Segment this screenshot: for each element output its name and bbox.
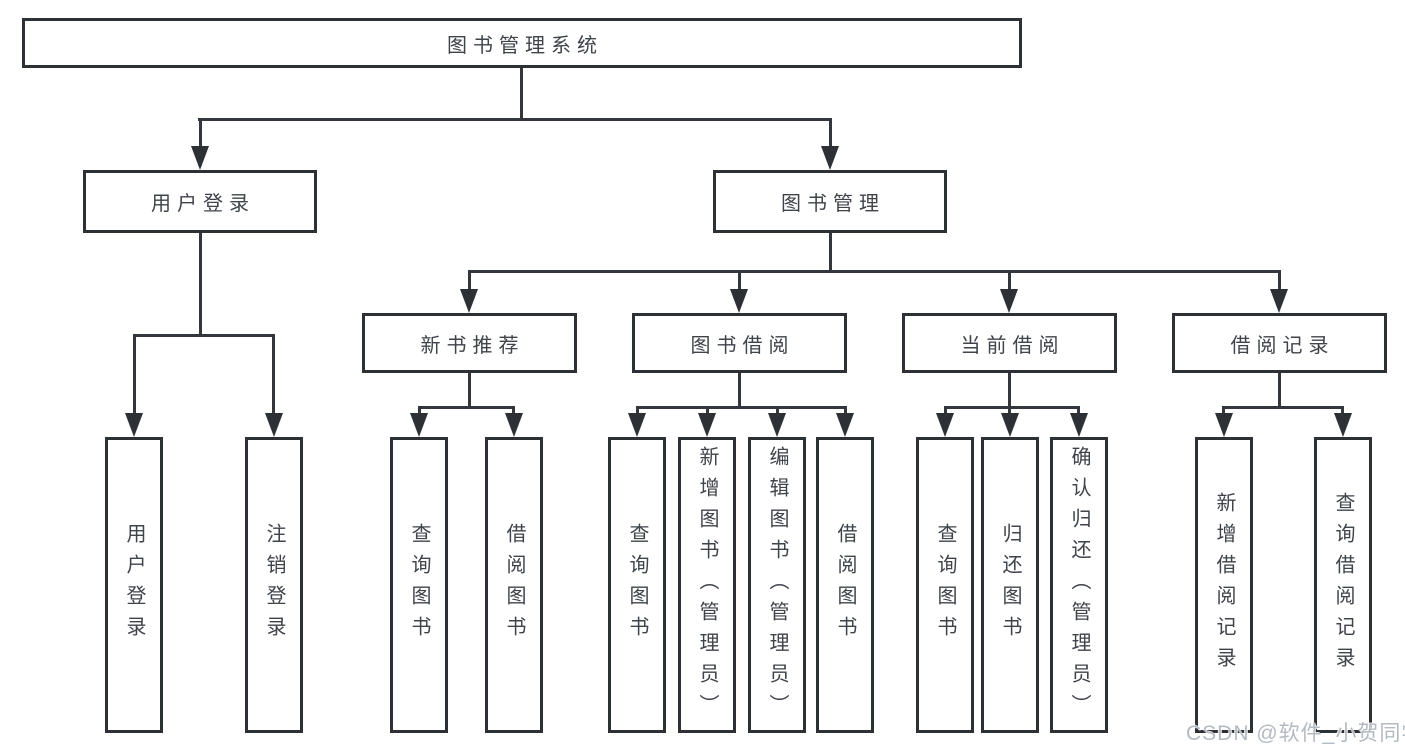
leaf-edit-book-admin: 编辑图书（管理员）	[748, 437, 806, 733]
connector-line	[272, 334, 275, 418]
connector-line	[738, 270, 741, 295]
arrowhead-down-icon	[698, 413, 716, 437]
leaf-query-book-recommend: 查询图书	[390, 437, 448, 733]
node-label: 注销登录	[263, 523, 285, 647]
node-user-login: 用户登录	[83, 170, 317, 233]
connector-line	[1278, 270, 1281, 295]
connector-line	[198, 118, 832, 121]
connector-line	[829, 233, 832, 272]
node-label: 查询图书	[408, 523, 430, 647]
node-label: 新书推荐	[420, 334, 525, 357]
leaf-borrow-book: 借阅图书	[816, 437, 874, 733]
node-label: 用户登录	[151, 193, 255, 215]
connector-line	[520, 68, 523, 118]
node-root-library-system: 图书管理系统	[22, 18, 1022, 68]
node-current-borrow: 当前借阅	[902, 313, 1117, 373]
connector-line	[418, 406, 515, 409]
leaf-query-book-current: 查询图书	[916, 437, 974, 733]
connector-line	[133, 334, 136, 418]
node-label: 图书管理	[781, 193, 885, 215]
connector-line	[133, 334, 275, 337]
node-label: 借阅图书	[834, 523, 856, 647]
connector-line	[1278, 373, 1281, 408]
node-label: 查询图书	[626, 523, 648, 647]
leaf-logout: 注销登录	[245, 437, 303, 733]
connector-line	[199, 118, 202, 152]
leaf-add-book-admin: 新增图书（管理员）	[678, 437, 736, 733]
leaf-borrow-book-recommend: 借阅图书	[485, 437, 543, 733]
arrowhead-down-icon	[1215, 413, 1233, 437]
connector-line	[944, 406, 1080, 409]
leaf-user-login: 用户登录	[105, 437, 163, 733]
node-label: 查询借阅记录	[1332, 492, 1354, 678]
arrowhead-down-icon	[410, 413, 428, 437]
connector-line	[468, 270, 471, 295]
arrowhead-down-icon	[1001, 413, 1019, 437]
arrowhead-down-icon	[936, 413, 954, 437]
arrowhead-down-icon	[628, 413, 646, 437]
arrowhead-down-icon	[836, 413, 854, 437]
arrowhead-down-icon	[125, 413, 143, 437]
arrowhead-down-icon	[1070, 413, 1088, 437]
connector-line	[738, 373, 741, 408]
node-label: 归还图书	[999, 523, 1021, 647]
connector-line	[1222, 406, 1343, 409]
leaf-add-borrow-record: 新增借阅记录	[1195, 437, 1253, 733]
node-label: 编辑图书（管理员）	[766, 445, 788, 725]
connector-line	[636, 406, 846, 409]
connector-line	[1008, 270, 1011, 295]
leaf-return-book: 归还图书	[981, 437, 1039, 733]
node-book-management: 图书管理	[713, 170, 947, 233]
connector-line	[829, 118, 832, 152]
node-label: 借阅记录	[1230, 334, 1335, 357]
node-label: 图书借阅	[690, 334, 795, 357]
arrowhead-down-icon	[730, 289, 748, 313]
arrowhead-down-icon	[460, 289, 478, 313]
connector-line	[468, 373, 471, 408]
arrowhead-down-icon	[1334, 413, 1352, 437]
node-book-borrow: 图书借阅	[632, 313, 847, 373]
arrowhead-down-icon	[821, 146, 839, 170]
arrowhead-down-icon	[1270, 289, 1288, 313]
connector-line	[1008, 373, 1011, 408]
connector-line	[468, 270, 1280, 273]
node-label: 新增借阅记录	[1213, 492, 1235, 678]
node-borrow-records: 借阅记录	[1172, 313, 1387, 373]
connector-line	[199, 233, 202, 336]
leaf-confirm-return-admin: 确认归还（管理员）	[1050, 437, 1108, 733]
arrowhead-down-icon	[1000, 289, 1018, 313]
node-label: 借阅图书	[503, 523, 525, 647]
node-label: 当前借阅	[960, 334, 1065, 357]
arrowhead-down-icon	[505, 413, 523, 437]
node-label: 查询图书	[934, 523, 956, 647]
arrowhead-down-icon	[265, 413, 283, 437]
node-label: 用户登录	[123, 523, 145, 647]
node-new-book-recommend: 新书推荐	[362, 313, 577, 373]
node-label: 新增图书（管理员）	[696, 445, 718, 725]
leaf-query-borrow-record: 查询借阅记录	[1314, 437, 1372, 733]
arrowhead-down-icon	[191, 146, 209, 170]
arrowhead-down-icon	[768, 413, 786, 437]
node-label: 图书管理系统	[447, 34, 603, 57]
leaf-query-book-borrow: 查询图书	[608, 437, 666, 733]
node-label: 确认归还（管理员）	[1068, 445, 1090, 725]
